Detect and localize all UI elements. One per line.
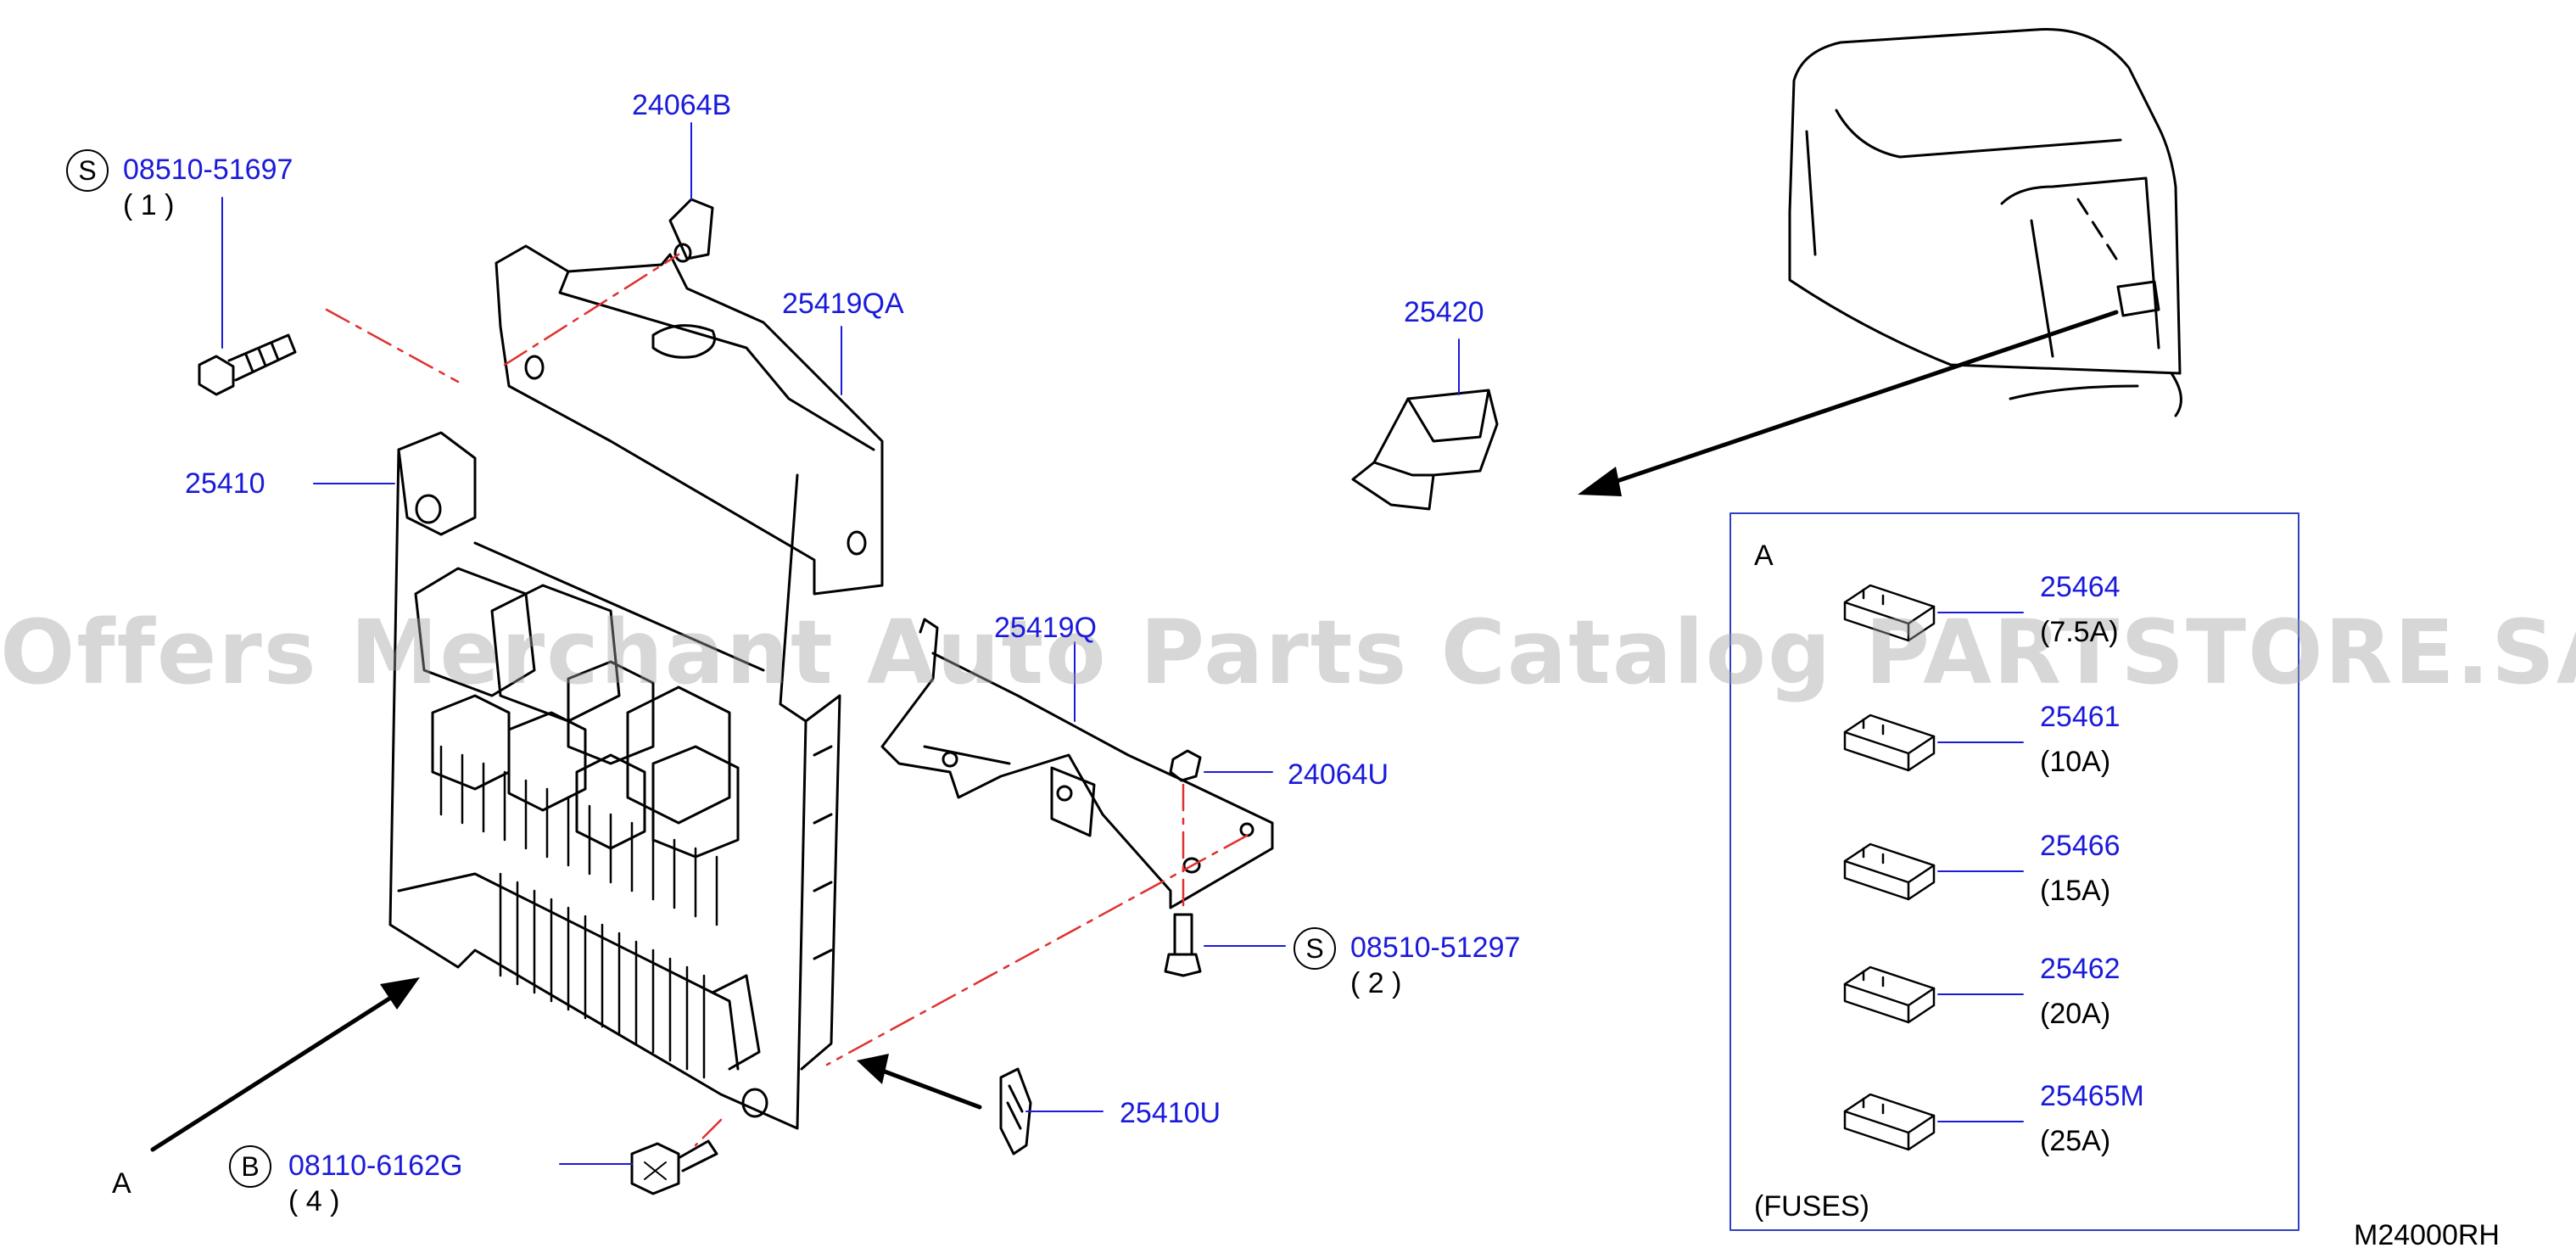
fuse-rating: (20A) <box>2040 998 2111 1030</box>
arrow-to-part-icon <box>1578 310 2119 496</box>
bolt-08510-51697-icon <box>198 333 297 396</box>
part-25419qa-link[interactable]: 25419QA <box>782 288 904 320</box>
nut-24064u-icon <box>1169 749 1202 782</box>
part-24064b-link[interactable]: 24064B <box>632 89 732 121</box>
fuse-panel-title: A <box>1754 540 1774 572</box>
fuse-25462-link[interactable]: 25462 <box>2040 953 2121 985</box>
symbol-s: S <box>66 149 109 192</box>
fuse-icons <box>1843 584 1936 1151</box>
cover-25420-icon <box>1351 389 1499 511</box>
fuse-rating: (7.5A) <box>2040 616 2119 648</box>
fuse-location-icon <box>2116 280 2160 317</box>
fuse-25465m-link[interactable]: 25465M <box>2040 1080 2144 1112</box>
clip-25410u-icon <box>999 1067 1032 1155</box>
part-24064u-link[interactable]: 24064U <box>1288 758 1389 791</box>
fuse-rating: (15A) <box>2040 875 2111 907</box>
clip-24064b-icon <box>668 198 714 263</box>
fuse-rating: (25A) <box>2040 1125 2111 1157</box>
part-25410u-link[interactable]: 25410U <box>1120 1097 1221 1129</box>
part-25410-link[interactable]: 25410 <box>185 467 265 500</box>
fuse-icon <box>1843 713 1936 772</box>
fuse-rating: (10A) <box>2040 746 2111 778</box>
arrow-view-a-icon <box>150 977 420 1152</box>
leader-lines <box>221 122 2024 1165</box>
fuse-box-25410-icon <box>388 431 841 1130</box>
fuse-panel-frame <box>1729 512 2299 1231</box>
part-08110-6162g-link[interactable]: 08110-6162G <box>288 1150 463 1182</box>
bolt-08510-51297-icon <box>1164 913 1202 977</box>
symbol-b: B <box>229 1145 271 1188</box>
screw-08110-6162g-icon <box>630 1139 718 1195</box>
part-25419q-link[interactable]: 25419Q <box>994 612 1097 644</box>
part-qty: ( 1 ) <box>123 189 175 221</box>
fuse-25464-link[interactable]: 25464 <box>2040 571 2121 603</box>
part-qty: ( 2 ) <box>1350 967 1402 999</box>
fuse-icon <box>1843 1093 1936 1151</box>
cab-outline <box>1788 28 2182 417</box>
figure-code: M24000RH <box>2354 1219 2500 1251</box>
watermark: Offers Merchant Auto Parts Catalog PARTS… <box>0 601 2576 704</box>
arrow-clip-icon <box>857 1054 982 1110</box>
view-ref-label: A <box>112 1167 131 1200</box>
part-08510-51297-link[interactable]: 08510-51297 <box>1350 932 1521 964</box>
fuse-25461-link[interactable]: 25461 <box>2040 701 2121 733</box>
fuse-icon <box>1843 842 1936 901</box>
center-lines <box>325 253 1249 1147</box>
part-qty: ( 4 ) <box>288 1185 340 1217</box>
upper-bracket-icon <box>495 244 884 596</box>
symbol-s: S <box>1294 927 1336 970</box>
fuse-panel-footer: (FUSES) <box>1754 1190 1869 1223</box>
fuse-25466-link[interactable]: 25466 <box>2040 830 2121 862</box>
fuse-icon <box>1843 584 1936 642</box>
part-25420-link[interactable]: 25420 <box>1404 296 1484 328</box>
part-08510-51697-link[interactable]: 08510-51697 <box>123 154 293 186</box>
fuse-icon <box>1843 965 1936 1024</box>
